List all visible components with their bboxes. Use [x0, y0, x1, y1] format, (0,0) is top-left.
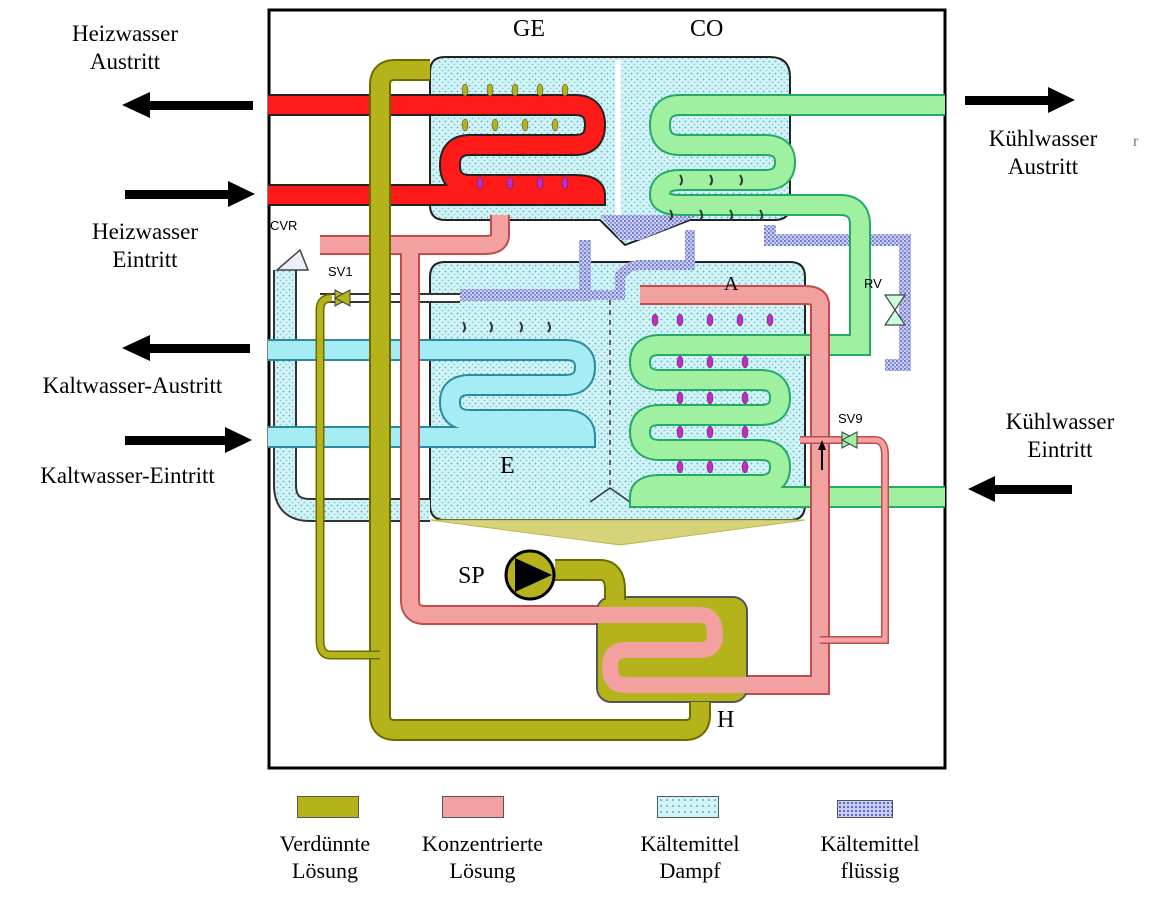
cvr-valve: [274, 248, 310, 271]
legend-label-refrigerant-liquid: Kältemittel flüssig: [790, 830, 950, 884]
legend-swatch-concentrated-solution: [442, 796, 504, 818]
kuehlwasser-austritt-label: Kühlwasser Austritt: [968, 125, 1118, 181]
legend-vapor-line1: Kältemittel: [640, 831, 740, 856]
kuehlwasser-eintritt-line1: Kühlwasser: [1005, 409, 1115, 434]
kuehlwasser-austritt-extra: r: [1133, 133, 1139, 150]
kuehlwasser-austritt-line1: Kühlwasser: [988, 126, 1098, 151]
heizwasser-austritt-line1: Heizwasser: [71, 21, 178, 46]
heizwasser-eintritt-line2: Eintritt: [112, 247, 178, 272]
heizwasser-austritt-line2: Austritt: [89, 49, 161, 74]
evaporator-drops: [462, 174, 763, 333]
legend-swatch-dilute-solution: [297, 796, 359, 818]
solution-pump-label: SP: [458, 563, 485, 589]
legend-swatch-refrigerant-vapor: [657, 796, 719, 818]
lower-sump: [429, 519, 806, 546]
heat-exchanger-label: H: [717, 707, 735, 733]
legend-label-refrigerant-vapor: Kältemittel Dampf: [610, 830, 770, 884]
kaltwasser-eintritt-label: Kaltwasser-Eintritt: [40, 463, 215, 488]
condenser-sump: [600, 215, 700, 240]
heizwasser-eintritt-label: Heizwasser Eintritt: [70, 218, 220, 274]
legend-dilute-line1: Verdünnte: [279, 831, 371, 856]
condenser-label: CO: [690, 16, 724, 42]
flow-arrows: [122, 87, 1075, 502]
legend-label-dilute-solution: Verdünnte Lösung: [245, 830, 405, 884]
legend-concentrated-line1: Konzentrierte: [422, 831, 543, 856]
evaporator-label: E: [500, 453, 515, 479]
kuehlwasser-austritt-line2: Austritt: [1007, 154, 1079, 179]
rv-valve: [883, 294, 907, 326]
absorber-label: A: [724, 273, 739, 295]
heizwasser-austritt-label: Heizwasser Austritt: [55, 20, 195, 76]
kuehlwasser-eintritt-line2: Eintritt: [1027, 437, 1093, 462]
kuehlwasser-eintritt-label: Kühlwasser Eintritt: [985, 408, 1135, 464]
sv9-valve-label: SV9: [838, 411, 863, 426]
cvr-valve-label: CVR: [270, 218, 298, 233]
legend-label-concentrated-solution: Konzentrierte Lösung: [395, 830, 570, 884]
legend-vapor-line2: Dampf: [659, 858, 721, 883]
sv1-valve-label: SV1: [328, 264, 353, 279]
generator-label: GE: [513, 16, 545, 42]
drop-markers: [461, 83, 774, 474]
rv-valve-label: RV: [864, 276, 882, 291]
eliminator: [589, 487, 631, 503]
legend-liquid-line1: Kältemittel: [820, 831, 920, 856]
kaltwasser-austritt-label: Kaltwasser-Austritt: [42, 373, 223, 398]
legend-swatch-refrigerant-liquid: [837, 800, 893, 818]
legend-liquid-line2: flüssig: [840, 858, 900, 883]
legend-concentrated-line2: Lösung: [449, 858, 516, 883]
legend-dilute-line2: Lösung: [292, 858, 358, 883]
heizwasser-eintritt-line1: Heizwasser: [91, 219, 198, 244]
